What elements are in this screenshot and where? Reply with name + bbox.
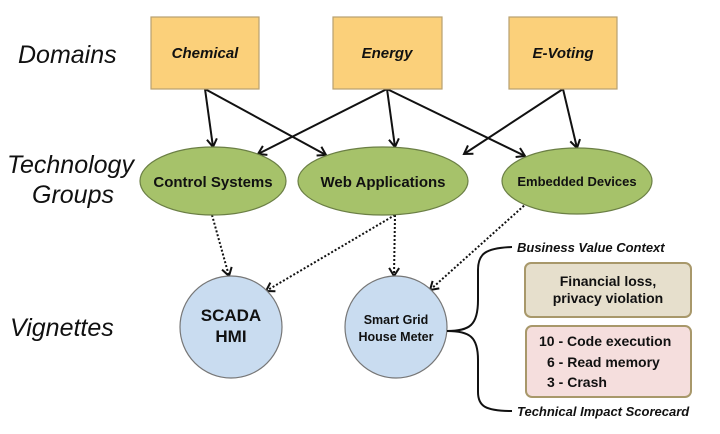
technical-impact-item: 10 - Code execution bbox=[539, 333, 671, 349]
edge-web-to-scada bbox=[264, 214, 396, 293]
edge-energy-to-web bbox=[386, 88, 400, 149]
business-value-context-label: Business Value Context bbox=[517, 240, 665, 255]
domain-label: Chemical bbox=[172, 45, 240, 62]
edge-embedded-to-smartgrid bbox=[428, 202, 528, 292]
business-value-line2: privacy violation bbox=[553, 290, 663, 306]
technical-impact-box: 10 - Code execution 6 - Read memory 3 - … bbox=[525, 325, 692, 398]
edge-chemical-to-control bbox=[204, 88, 218, 149]
vignette-label-line1: Smart Grid bbox=[364, 313, 429, 327]
vignette-label-line2: House Meter bbox=[358, 330, 433, 344]
edge-energy-to-embedded bbox=[386, 88, 527, 158]
business-value-box: Financial loss, privacy violation bbox=[524, 262, 692, 318]
domain-box-evoting[interactable]: E-Voting bbox=[508, 16, 618, 90]
domain-group-edges bbox=[204, 88, 581, 158]
row-label-vignettes: Vignettes bbox=[10, 314, 114, 342]
domain-box-energy[interactable]: Energy bbox=[332, 16, 443, 90]
business-value-line1: Financial loss, bbox=[560, 273, 656, 289]
domain-box-chemical[interactable]: Chemical bbox=[150, 16, 260, 90]
technical-impact-scorecard-label: Technical Impact Scorecard bbox=[517, 404, 690, 419]
group-vignette-edges bbox=[211, 202, 528, 293]
row-label-technology: Technology bbox=[7, 151, 135, 179]
brace-connector bbox=[446, 246, 513, 332]
technical-impact-item: 3 - Crash bbox=[547, 374, 607, 390]
group-label: Embedded Devices bbox=[517, 174, 636, 189]
group-node-embedded-devices[interactable]: Embedded Devices bbox=[501, 147, 653, 215]
technical-impact-item: 6 - Read memory bbox=[547, 354, 660, 370]
edge-evoting-to-embedded bbox=[562, 88, 581, 150]
group-node-web-applications[interactable]: Web Applications bbox=[297, 146, 469, 216]
group-label: Web Applications bbox=[320, 174, 445, 191]
vignette-label-line1: SCADA bbox=[201, 306, 261, 325]
group-node-control-systems[interactable]: Control Systems bbox=[139, 146, 287, 216]
vignette-label-line2: HMI bbox=[215, 327, 246, 346]
domain-label: Energy bbox=[362, 45, 414, 62]
edge-energy-to-control bbox=[256, 88, 388, 156]
edge-chemical-to-web bbox=[204, 88, 328, 157]
edge-evoting-to-web bbox=[462, 88, 564, 156]
brace-connector-lower bbox=[446, 330, 513, 412]
row-label-groups: Groups bbox=[32, 181, 114, 209]
edge-control-to-scada bbox=[211, 214, 233, 278]
domain-label: E-Voting bbox=[532, 45, 593, 62]
edge-web-to-smartgrid bbox=[388, 214, 400, 278]
vignette-node-scada-hmi[interactable]: SCADA HMI bbox=[179, 275, 283, 379]
group-label: Control Systems bbox=[153, 174, 272, 191]
vignette-node-smart-grid[interactable]: Smart Grid House Meter bbox=[344, 275, 448, 379]
row-label-domains: Domains bbox=[18, 41, 117, 69]
